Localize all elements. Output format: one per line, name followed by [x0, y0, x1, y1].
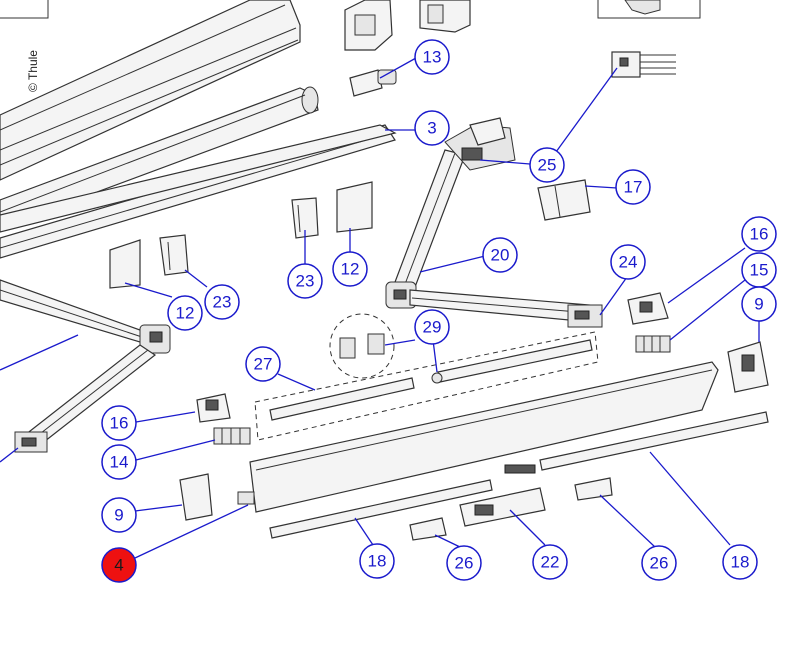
part-15-right — [635, 335, 671, 353]
part-4-front-profile — [237, 361, 719, 513]
callout-14: 14 — [101, 444, 137, 480]
svg-text:24: 24 — [619, 253, 638, 272]
leader-lines — [0, 57, 760, 559]
part-25-connector — [611, 51, 676, 78]
svg-text:23: 23 — [213, 293, 232, 312]
svg-text:3: 3 — [427, 119, 436, 138]
part-3-rail — [0, 124, 397, 233]
part-18-rod-right — [504, 411, 769, 474]
callout-13: 13 — [414, 39, 450, 75]
part-17-cap — [537, 179, 591, 221]
svg-text:27: 27 — [254, 355, 273, 374]
part-23-clip-lower — [159, 234, 189, 276]
callout-15: 15 — [741, 252, 777, 288]
callout-16-left: 16 — [101, 405, 137, 441]
top-right-inset — [597, 0, 701, 19]
part-16-left — [196, 393, 231, 423]
svg-text:18: 18 — [731, 553, 750, 572]
part-9-left-endcap — [179, 473, 213, 521]
svg-text:12: 12 — [341, 260, 360, 279]
callout-9-left: 9 — [101, 497, 137, 533]
svg-text:14: 14 — [110, 453, 129, 472]
part-12-plate-lower — [109, 239, 141, 289]
fabric-roller-tube — [0, 86, 319, 229]
svg-text:23: 23 — [296, 272, 315, 291]
right-arm-upper — [391, 149, 466, 296]
callout-27: 27 — [245, 346, 281, 382]
svg-text:12: 12 — [176, 304, 195, 323]
svg-text:29: 29 — [423, 318, 442, 337]
svg-text:25: 25 — [538, 156, 557, 175]
callout-23-lower: 23 — [204, 284, 240, 320]
dashed-group-27 — [254, 331, 599, 441]
callout-17: 17 — [615, 169, 651, 205]
svg-text:17: 17 — [624, 178, 643, 197]
part-14-left — [213, 427, 251, 445]
svg-text:26: 26 — [455, 554, 474, 573]
callout-18-right: 18 — [722, 544, 758, 580]
part-18-rod-left — [269, 479, 493, 539]
right-arm-shoulder — [444, 117, 516, 171]
left-arm-upper — [0, 279, 152, 347]
callout-26-right: 26 — [641, 545, 677, 581]
svg-text:18: 18 — [368, 552, 387, 571]
svg-text:13: 13 — [423, 48, 442, 67]
callout-29: 29 — [414, 309, 450, 345]
left-arm-elbow — [139, 324, 171, 354]
part-27-rod — [269, 339, 593, 421]
part-23-clip-upper — [291, 197, 319, 239]
svg-text:20: 20 — [491, 246, 510, 265]
svg-text:16: 16 — [750, 225, 769, 244]
part-9-right-endcap — [727, 341, 769, 393]
top-bracket-assembly — [344, 0, 471, 51]
part-22-bracket — [459, 487, 546, 527]
svg-text:9: 9 — [754, 295, 763, 314]
svg-text:16: 16 — [110, 414, 129, 433]
part-12-plate-upper — [336, 181, 373, 233]
callout-3: 3 — [414, 110, 450, 146]
callout-12-lower: 12 — [167, 295, 203, 331]
callout-20: 20 — [482, 237, 518, 273]
svg-text:15: 15 — [750, 261, 769, 280]
part-26-clip-left — [409, 517, 447, 541]
callout-26-left: 26 — [446, 545, 482, 581]
callout-18-left: 18 — [359, 543, 395, 579]
svg-text:22: 22 — [541, 553, 560, 572]
callout-4-highlighted: 4 — [101, 547, 137, 583]
callout-25: 25 — [529, 147, 565, 183]
callout-9-right: 9 — [741, 286, 777, 322]
svg-text:4: 4 — [114, 556, 123, 575]
svg-text:9: 9 — [114, 506, 123, 525]
right-arm-foot-24 — [567, 304, 603, 328]
detail-circle-29 — [329, 313, 395, 379]
callout-16-right: 16 — [741, 216, 777, 252]
callout-23-upper: 23 — [287, 263, 323, 299]
part-13-knob — [349, 69, 397, 97]
left-arm-foot — [14, 431, 48, 453]
left-arm-lower — [23, 344, 157, 446]
callout-24: 24 — [610, 244, 646, 280]
top-left-frame — [0, 0, 49, 19]
callout-22: 22 — [532, 544, 568, 580]
part-26-clip-right — [574, 477, 613, 501]
awning-case-housing — [0, 0, 301, 181]
part-16-right — [627, 292, 669, 325]
svg-text:26: 26 — [650, 554, 669, 573]
callout-12-upper: 12 — [332, 251, 368, 287]
